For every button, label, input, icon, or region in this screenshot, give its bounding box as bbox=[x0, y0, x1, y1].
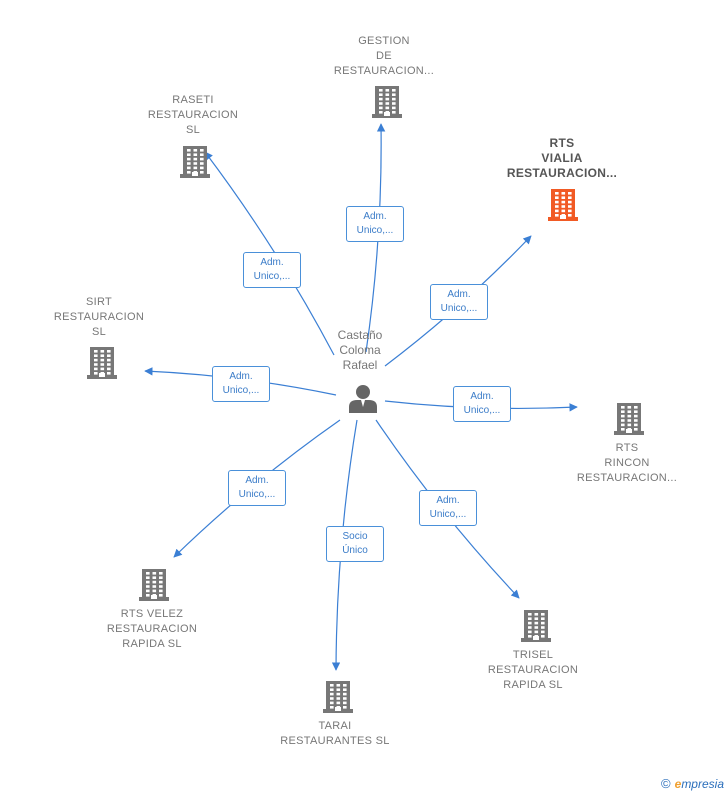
company-label-raseti[interactable]: RASETI RESTAURACION SL bbox=[148, 93, 238, 138]
company-label-rts-rincon[interactable]: RTS RINCON RESTAURACION... bbox=[577, 441, 677, 486]
company-name-line: RESTAURACION... bbox=[506, 166, 618, 180]
company-name-line: SIRT bbox=[85, 296, 113, 308]
company-name-line: VIALIA bbox=[541, 151, 583, 165]
relation-label-gestion[interactable]: Adm. Unico,... bbox=[346, 206, 404, 242]
company-name-line: RASETI bbox=[172, 94, 214, 106]
building-icon[interactable] bbox=[548, 187, 578, 226]
relation-label-trisel[interactable]: Adm. Unico,... bbox=[419, 490, 477, 526]
company-label-rts-velez[interactable]: RTS VELEZ RESTAURACION RAPIDA SL bbox=[107, 607, 197, 652]
person-label: Castaño Coloma Rafael bbox=[338, 328, 383, 373]
company-name-line: DE bbox=[376, 50, 392, 62]
relation-text-line: Adm. bbox=[470, 391, 494, 402]
building-icon[interactable] bbox=[323, 679, 353, 718]
building-icon[interactable] bbox=[521, 608, 551, 647]
company-name-line: RTS bbox=[615, 442, 639, 454]
relation-text-line: Unico,... bbox=[356, 225, 394, 236]
relation-text-line: Unico,... bbox=[238, 489, 276, 500]
relation-label-rts-rincon[interactable]: Adm. Unico,... bbox=[453, 386, 511, 422]
brand-logo-e: e bbox=[674, 777, 682, 791]
company-name-line: RESTAURACION... bbox=[576, 472, 678, 484]
company-name-line: RESTAURANTES SL bbox=[280, 735, 390, 747]
company-name-line: RTS bbox=[549, 136, 575, 150]
company-name-line: RINCON bbox=[604, 457, 650, 469]
relation-text-line: Unico,... bbox=[429, 509, 467, 520]
person-icon[interactable] bbox=[348, 383, 378, 413]
relation-text-line: Adm. bbox=[260, 257, 284, 268]
relation-text-line: Unico,... bbox=[222, 385, 260, 396]
company-name-line: RESTAURACION bbox=[147, 109, 239, 121]
company-name-line: RESTAURACION... bbox=[333, 65, 435, 77]
brand-logo-text: mpresia bbox=[681, 777, 724, 791]
building-icon[interactable] bbox=[180, 144, 210, 183]
building-icon[interactable] bbox=[372, 84, 402, 123]
relation-label-raseti[interactable]: Adm. Unico,... bbox=[243, 252, 301, 288]
company-label-tarai[interactable]: TARAI RESTAURANTES SL bbox=[280, 719, 389, 749]
relation-text-line: Adm. bbox=[363, 211, 387, 222]
building-icon[interactable] bbox=[139, 567, 169, 606]
building-icon[interactable] bbox=[87, 345, 117, 384]
relation-text-line: Único bbox=[342, 545, 368, 556]
company-name-line: SL bbox=[91, 326, 107, 338]
company-label-trisel[interactable]: TRISEL RESTAURACION RAPIDA SL bbox=[488, 648, 578, 693]
company-name-line: RAPIDA SL bbox=[503, 679, 563, 691]
relation-text-line: Unico,... bbox=[463, 405, 501, 416]
relation-label-rts-vialia[interactable]: Adm. Unico,... bbox=[430, 284, 488, 320]
relation-text-line: Adm. bbox=[229, 371, 253, 382]
company-name-line: RAPIDA SL bbox=[122, 638, 182, 650]
company-name-line: RTS VELEZ bbox=[120, 608, 184, 620]
person-name-line: Castaño bbox=[337, 328, 383, 342]
company-name-line: SL bbox=[185, 124, 201, 136]
relation-text-line: Socio bbox=[342, 531, 368, 542]
person-name-line: Coloma bbox=[339, 343, 381, 357]
company-name-line: RESTAURACION bbox=[106, 623, 198, 635]
relation-text-line: Unico,... bbox=[253, 271, 291, 282]
company-label-sirt[interactable]: SIRT RESTAURACION SL bbox=[54, 295, 144, 340]
copyright-icon: © bbox=[661, 776, 671, 791]
watermark: ©empresia bbox=[661, 776, 724, 791]
building-icon[interactable] bbox=[614, 401, 644, 440]
relation-label-rts-velez[interactable]: Adm. Unico,... bbox=[228, 470, 286, 506]
company-name-line: GESTION bbox=[358, 35, 410, 47]
person-name-line: Rafael bbox=[342, 358, 378, 372]
relation-label-sirt[interactable]: Adm. Unico,... bbox=[212, 366, 270, 402]
company-name-line: RESTAURACION bbox=[487, 664, 579, 676]
edge-raseti bbox=[204, 151, 335, 356]
company-label-gestion[interactable]: GESTION DE RESTAURACION... bbox=[334, 34, 434, 79]
relation-text-line: Adm. bbox=[245, 475, 269, 486]
company-name-line: TARAI bbox=[318, 720, 352, 732]
relation-text-line: Adm. bbox=[447, 289, 471, 300]
relation-text-line: Adm. bbox=[436, 495, 460, 506]
relation-text-line: Unico,... bbox=[440, 303, 478, 314]
company-name-line: RESTAURACION bbox=[53, 311, 145, 323]
company-name-line: TRISEL bbox=[512, 649, 554, 661]
